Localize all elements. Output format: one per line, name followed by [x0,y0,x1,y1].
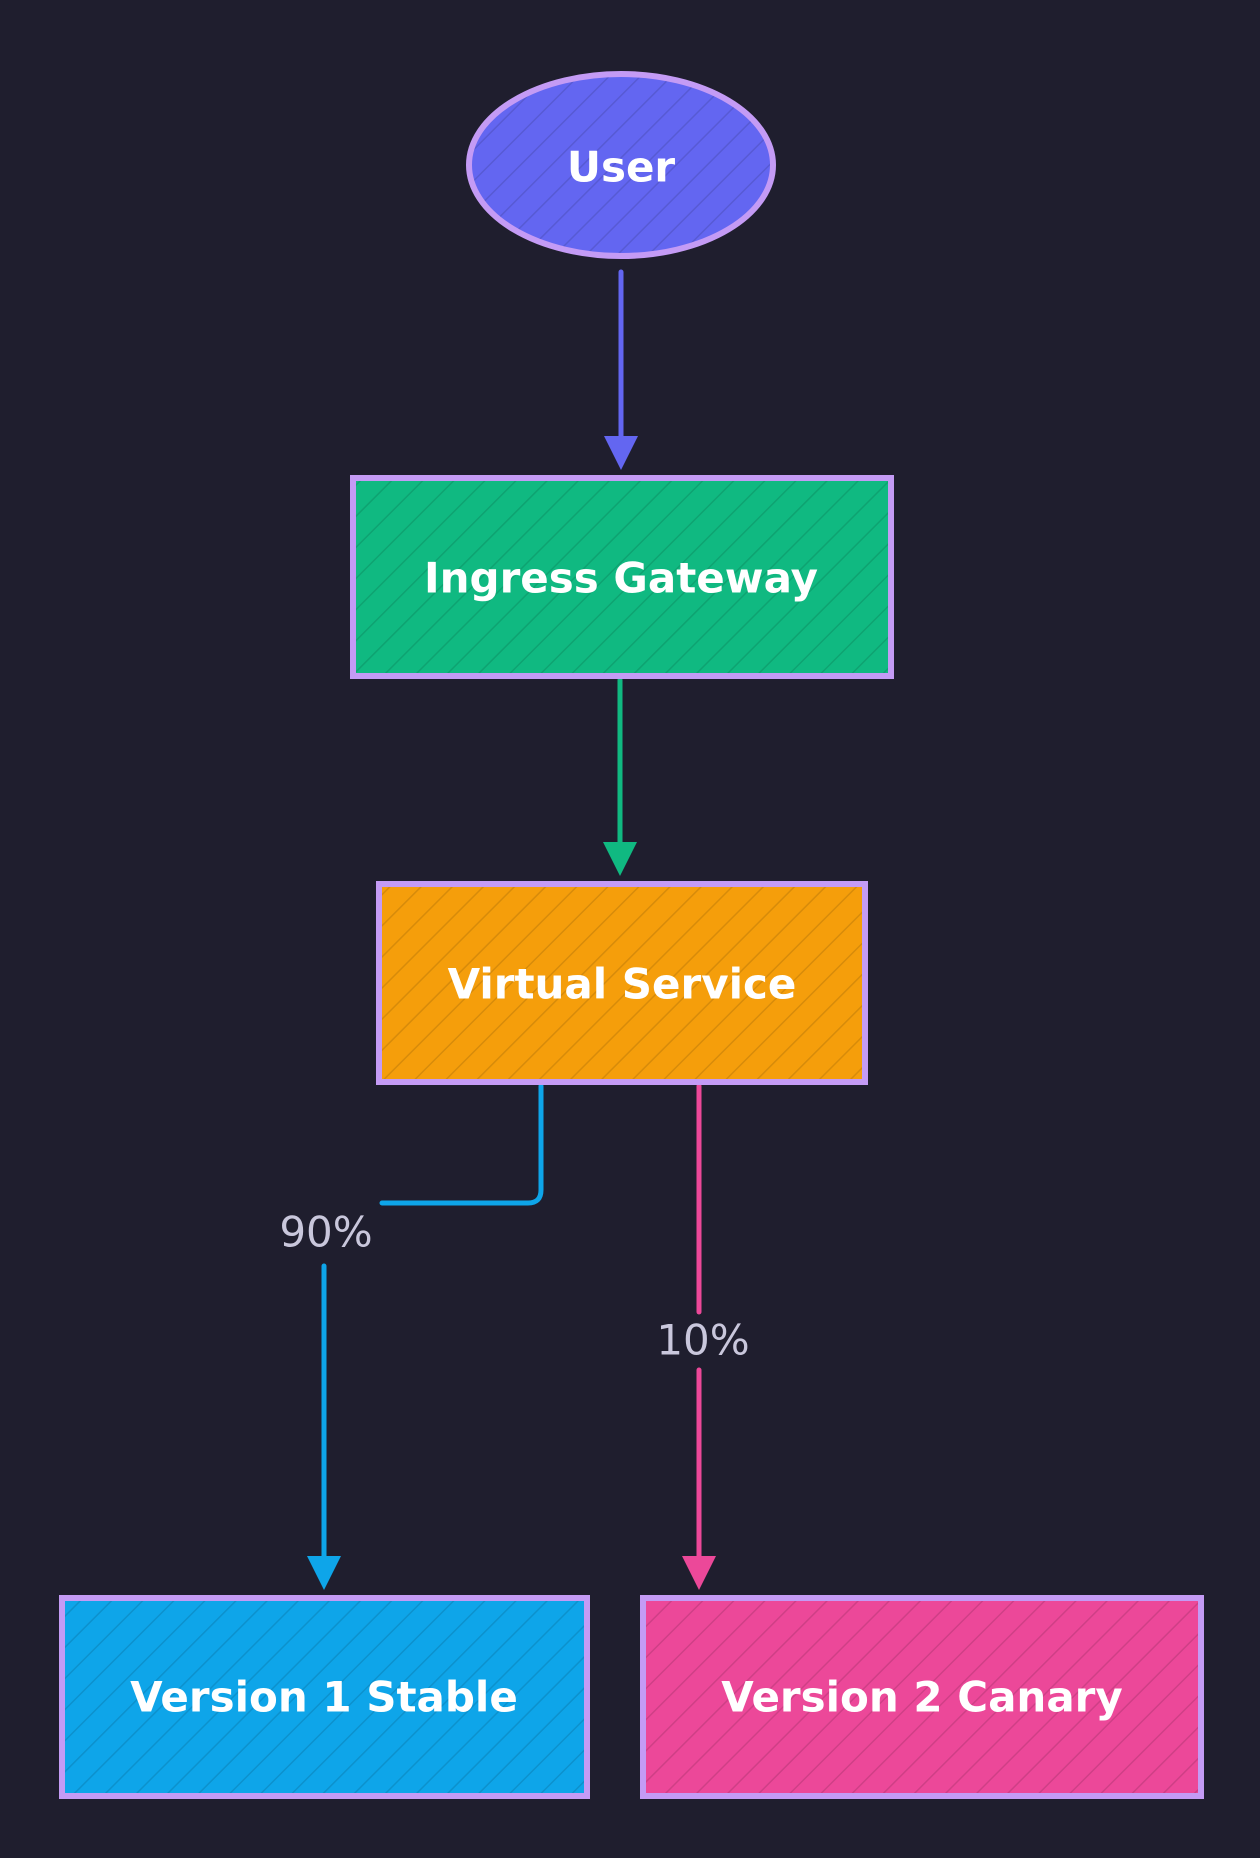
edge-virtual-service-to-version2 [682,1083,716,1590]
node-label-user: User [567,143,676,192]
edge-user-to-ingress [604,269,638,470]
arrowhead-icon [603,842,637,876]
arrowhead-icon [604,436,638,470]
edge-ingress-to-virtual-service [603,677,637,876]
node-label-virtual-service: Virtual Service [448,960,797,1009]
edge-label-90: 90% [279,1208,372,1257]
arrowhead-icon [682,1556,716,1590]
edge-virtual-service-to-version1 [307,1083,544,1590]
edge-label-10: 10% [656,1316,749,1365]
node-ingress-gateway[interactable]: Ingress Gateway [350,475,894,679]
node-label-version1: Version 1 Stable [130,1673,518,1722]
node-label-ingress-gateway: Ingress Gateway [424,554,818,603]
node-virtual-service[interactable]: Virtual Service [376,881,868,1085]
arrowhead-icon [307,1556,341,1590]
node-label-version2: Version 2 Canary [721,1673,1123,1722]
node-user[interactable]: User [466,71,776,259]
node-version1-stable[interactable]: Version 1 Stable [59,1595,590,1799]
node-version2-canary[interactable]: Version 2 Canary [640,1595,1204,1799]
